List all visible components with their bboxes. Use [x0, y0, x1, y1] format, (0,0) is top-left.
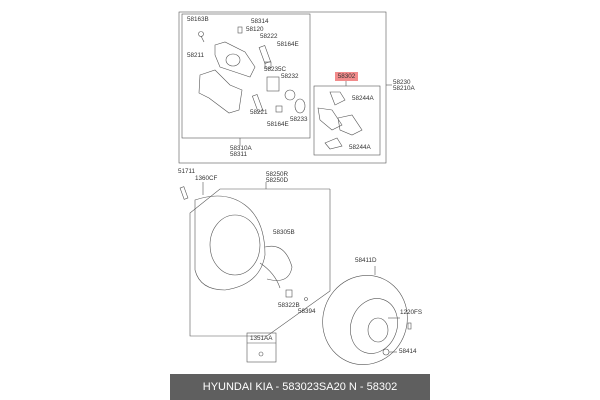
brake-disc [322, 275, 408, 365]
part-label-58164E[interactable]: 58164E [267, 121, 289, 128]
part-label-58311[interactable]: 58311 [230, 151, 248, 158]
piston [266, 76, 280, 92]
part-number-footer: HYUNDAI KIA - 583023SA20 N - 58302 [170, 374, 430, 400]
part-label-58222[interactable]: 58222 [260, 33, 278, 40]
part-label-58302-highlighted[interactable]: 58302 [335, 72, 358, 81]
caliper-subassembly-frame [181, 13, 311, 139]
part-label-51711[interactable]: 51711 [178, 168, 196, 175]
part-label-58235C[interactable]: 58235C [264, 66, 287, 73]
part-label-58163B[interactable]: 58163B [187, 16, 209, 23]
part-label-58210A[interactable]: 58210A [393, 85, 415, 92]
part-label-58250R[interactable]: 58250R [266, 171, 289, 178]
backing-plate-frame [189, 188, 331, 337]
caliper-body [214, 41, 256, 78]
part-label-58411D[interactable]: 58411D [355, 257, 377, 264]
part-label-1351AA[interactable]: 1351AA [250, 335, 273, 342]
part-label-1220FS[interactable]: 1220FS [400, 309, 423, 316]
part-label-58322B[interactable]: 58322B [278, 302, 300, 309]
part-label-58250D[interactable]: 58250D [266, 177, 289, 184]
part-label-58414[interactable]: 58414 [399, 348, 417, 355]
1351AA-frame [246, 332, 277, 363]
caliper-bracket [198, 69, 243, 114]
part-label-58211[interactable]: 58211 [187, 52, 205, 59]
backing-plate [194, 195, 266, 291]
part-label-58120[interactable]: 58120 [246, 26, 264, 33]
part-label-58314[interactable]: 58314 [251, 18, 269, 25]
part-label-58230[interactable]: 58230 [393, 79, 411, 86]
part-label-58244A[interactable]: 58244A [352, 95, 374, 102]
part-label-58310A[interactable]: 58310A [230, 145, 252, 152]
caliper-assembly-frame [178, 11, 387, 164]
part-label-58305B[interactable]: 58305B [273, 229, 295, 236]
part-label-58221[interactable]: 58221 [250, 109, 268, 116]
part-label-58164E[interactable]: 58164E [277, 41, 299, 48]
parking-shoe [264, 245, 293, 281]
part-label-58394[interactable]: 58394 [298, 308, 316, 315]
brake-pad [317, 107, 343, 131]
part-label-58244A[interactable]: 58244A [349, 144, 371, 151]
brake-pad-frame [313, 85, 381, 156]
part-label-58233[interactable]: 58233 [290, 116, 308, 123]
part-label-58232[interactable]: 58232 [281, 73, 299, 80]
brake-pad [337, 114, 363, 136]
part-label-1360CF[interactable]: 1360CF [195, 175, 218, 182]
